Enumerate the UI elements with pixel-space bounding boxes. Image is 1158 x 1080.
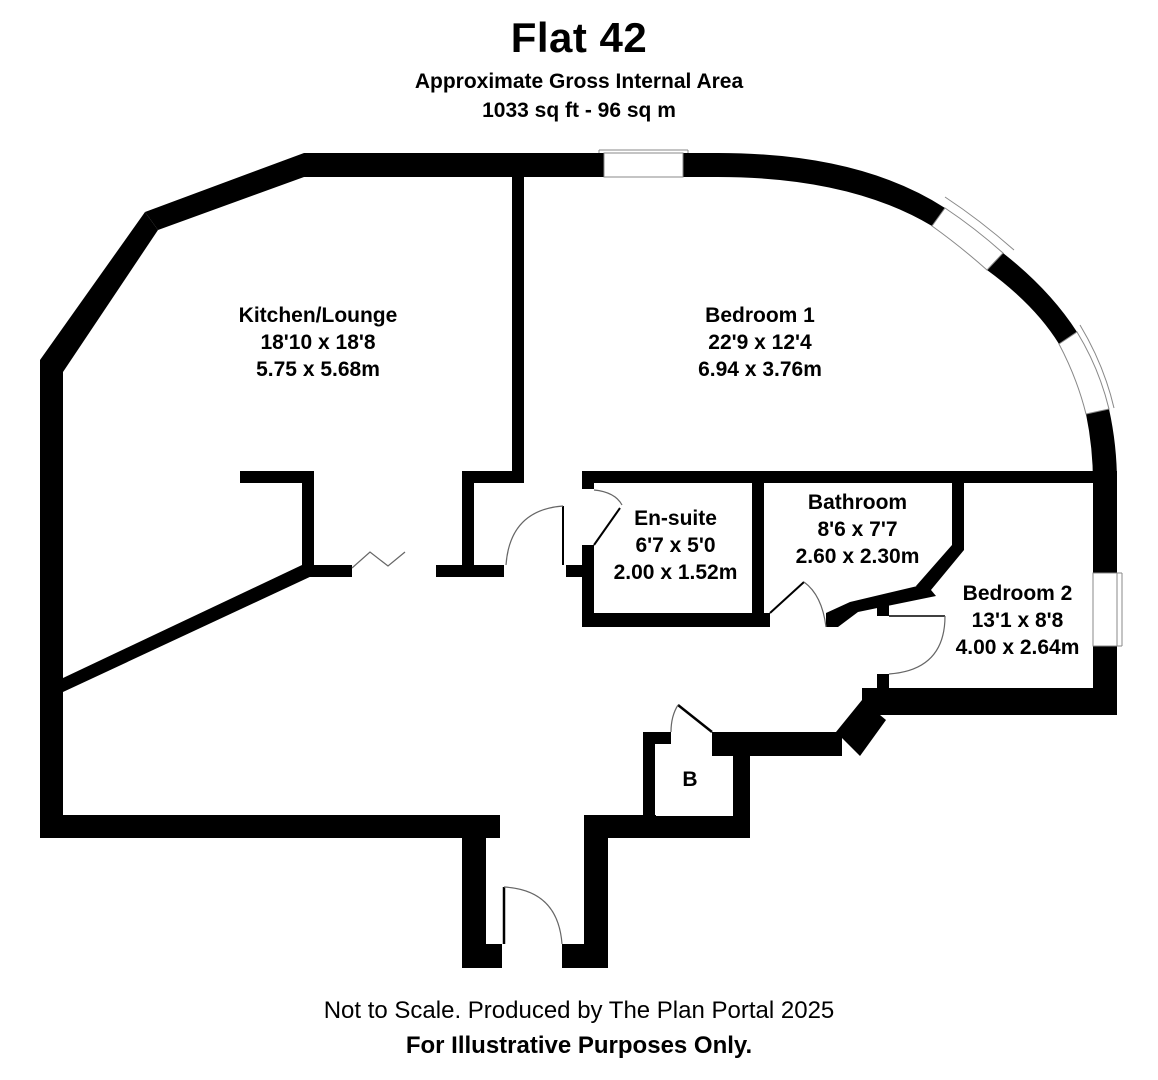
room-metric: 6.94 x 3.76m	[698, 358, 822, 381]
room-imperial: 8'6 x 7'7	[817, 518, 898, 541]
walls	[40, 153, 1117, 968]
cupboard-door	[677, 704, 713, 733]
room-metric: 4.00 x 2.64m	[955, 636, 1080, 659]
en-suite-door	[593, 507, 621, 546]
area-value: 1033 sq ft - 96 sq m	[482, 99, 676, 122]
room-bathroom: Bathroom 8'6 x 7'7 2.60 x 2.30m	[780, 489, 935, 570]
room-name: Kitchen/Lounge	[238, 304, 398, 327]
entrance-door-swing	[503, 886, 563, 945]
room-imperial: 18'10 x 18'8	[260, 331, 376, 354]
disclaimer: For Illustrative Purposes Only.	[405, 1032, 753, 1059]
room-metric: 2.00 x 1.52m	[613, 561, 738, 584]
plan-title: Flat 42	[510, 14, 648, 61]
room-bedroom-1: Bedroom 1 22'9 x 12'4 6.94 x 3.76m	[660, 302, 860, 383]
room-kitchen-lounge: Kitchen/Lounge 18'10 x 18'8 5.75 x 5.68m	[218, 302, 418, 383]
doors	[351, 489, 946, 945]
window-top	[603, 152, 684, 178]
room-name: Bathroom	[807, 491, 908, 514]
room-metric: 5.75 x 5.68m	[256, 358, 380, 381]
window-bedroom-2	[1092, 572, 1118, 647]
room-name: Bedroom 2	[962, 582, 1073, 605]
bathroom-door	[769, 581, 805, 614]
room-bedroom-2: Bedroom 2 13'1 x 8'8 4.00 x 2.64m	[940, 580, 1095, 661]
scale-note: Not to Scale. Produced by The Plan Porta…	[323, 997, 835, 1024]
room-en-suite: En-suite 6'7 x 5'0 2.00 x 1.52m	[598, 505, 753, 586]
room-imperial: 13'1 x 8'8	[971, 609, 1064, 632]
room-name: B	[682, 768, 698, 791]
room-metric: 2.60 x 2.30m	[795, 545, 920, 568]
window-curved-lower	[1058, 331, 1110, 415]
windows	[598, 149, 1123, 647]
bifold-door	[351, 551, 406, 569]
room-name: En-suite	[634, 507, 717, 530]
room-name: Bedroom 1	[705, 304, 815, 327]
room-imperial: 22'9 x 12'4	[708, 331, 812, 354]
room-imperial: 6'7 x 5'0	[635, 534, 716, 557]
area-subtitle: Approximate Gross Internal Area	[414, 70, 744, 93]
window-curved-upper	[931, 207, 1004, 271]
room-boiler-cupboard: B	[670, 766, 710, 793]
